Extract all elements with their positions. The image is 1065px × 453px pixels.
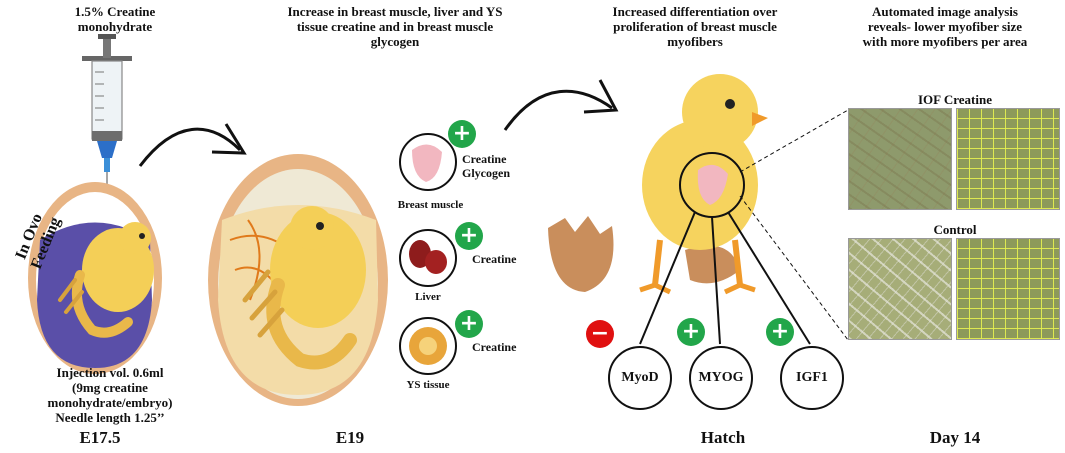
tissue-breast-muscle-markers: Creatine Glycogen [462, 152, 510, 180]
gene-myod-badge: − [586, 320, 614, 348]
hatch-effect-header: Increased differentiation over prolifera… [612, 4, 778, 49]
tissue-breast-muscle-badge: + [448, 120, 476, 148]
histology-iof-raw-image [848, 108, 952, 210]
tissue-breast-muscle-icon [399, 133, 457, 191]
histology-iof-segmented-image [956, 108, 1060, 210]
syringe-icon [82, 34, 132, 232]
e19-effect-header: Increase in breast muscle, liver and YS … [287, 4, 503, 49]
histology-control-raw-image [848, 238, 952, 340]
arrow-2-icon [503, 89, 613, 131]
stage-e19: E19 [335, 428, 365, 447]
stage-day14: Day 14 [929, 428, 981, 447]
tissue-ys-markers: Creatine [472, 340, 517, 354]
egg-e17-icon [28, 182, 162, 374]
creatine-dose-header: 1.5% Creatine monohydrate [74, 4, 156, 34]
tissue-ys-badge: + [455, 310, 483, 338]
gene-igf1: IGF1 [780, 346, 844, 410]
chick-icon [639, 74, 811, 345]
injection-details: Injection vol. 0.6ml (9mg creatine monoh… [47, 365, 173, 425]
histology-group-iof-creatine: IOF Creatine [917, 92, 992, 107]
eggshell-icon [548, 216, 740, 292]
tissue-liver-name: Liver [415, 291, 441, 303]
tissue-liver-badge: + [455, 222, 483, 250]
gene-myog: MYOG [689, 346, 753, 410]
gene-myod: MyoD [608, 346, 672, 410]
day14-effect-header: Automated image analysis reveals- lower … [862, 4, 1028, 49]
tissue-ys-icon [399, 317, 457, 375]
gene-myog-badge: + [677, 318, 705, 346]
egg-e19-icon [208, 154, 388, 406]
tissue-breast-muscle-name: Breast muscle [397, 199, 464, 211]
histology-group-control: Control [933, 222, 977, 237]
tissue-liver-icon [399, 229, 457, 287]
arrow-1-icon [138, 127, 242, 167]
gene-igf1-badge: + [766, 318, 794, 346]
tissue-liver-markers: Creatine [472, 252, 517, 266]
tissue-ys-name: YS tissue [406, 379, 450, 391]
stage-hatch: Hatch [700, 428, 746, 447]
histology-control-segmented-image [956, 238, 1060, 340]
stage-e17-5: E17.5 [79, 428, 121, 447]
